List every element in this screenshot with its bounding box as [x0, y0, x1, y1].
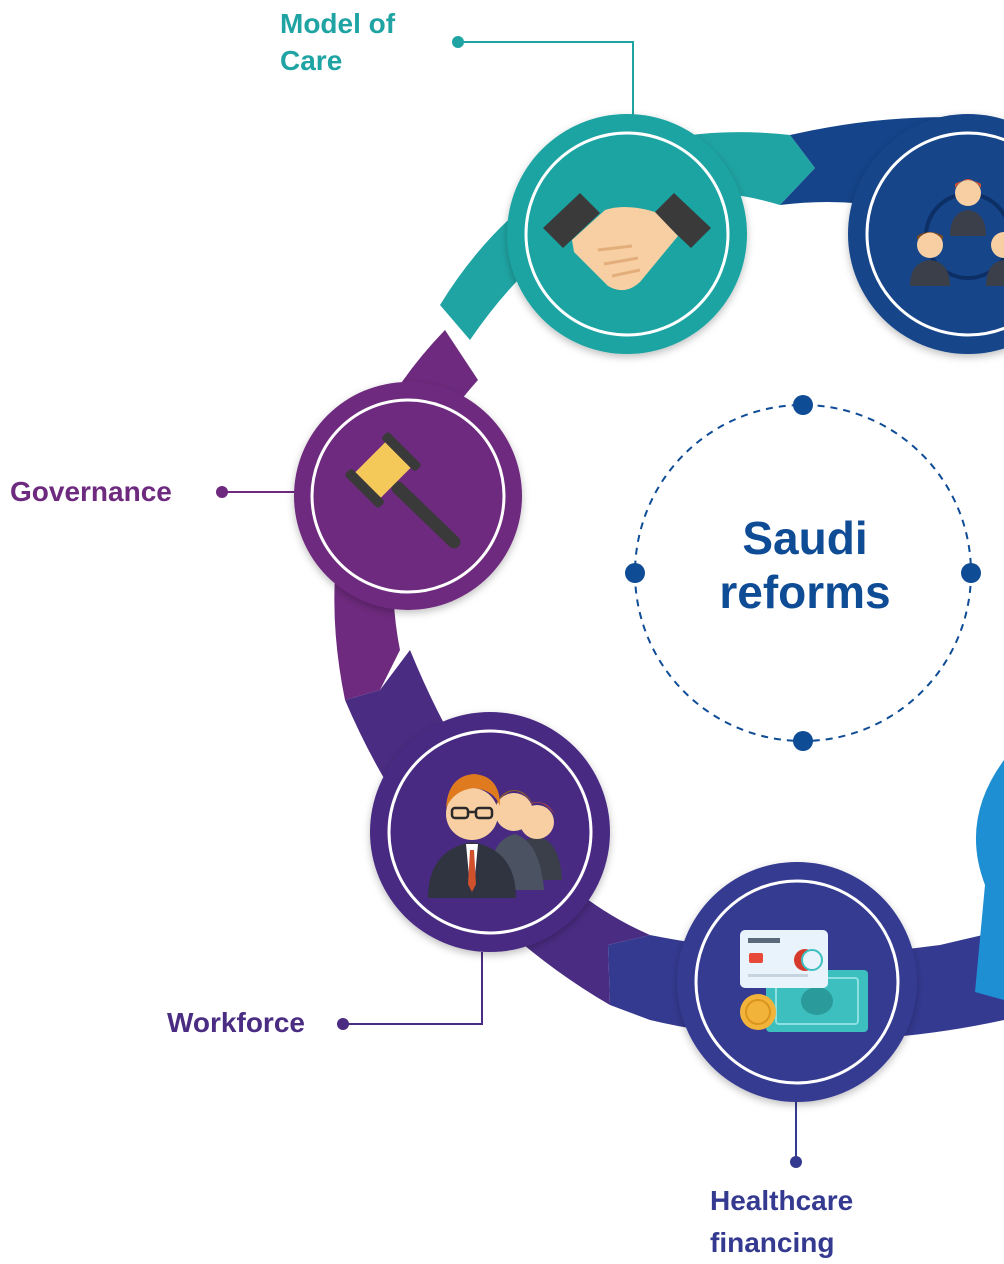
node-model-of-care: [507, 114, 747, 354]
team-icon: [428, 774, 562, 898]
ribbon-sky-arrow: [975, 760, 1004, 1000]
node-workforce: [370, 712, 610, 952]
node-stakeholders: [848, 114, 1004, 354]
center-title: Saudi reforms: [640, 512, 970, 620]
label-governance: Governance: [10, 476, 172, 507]
center-title-line-1: Saudi: [742, 512, 868, 564]
center-title-line-2: reforms: [719, 565, 891, 618]
ring-dot-bottom: [793, 731, 813, 751]
ring-dot-top: [793, 395, 813, 415]
ring-dot-right: [961, 563, 981, 583]
connector-governance: [216, 486, 298, 498]
connector-healthcare-financing: [790, 1098, 802, 1168]
label-workforce: Workforce: [167, 1007, 305, 1038]
people-network-icon: [910, 179, 1004, 286]
label-healthcare-financing: Healthcare financing: [710, 1185, 854, 1258]
label-model-of-care: Model of Care: [280, 8, 396, 76]
handshake-icon: [543, 193, 711, 291]
connector-workforce: [337, 952, 483, 1030]
connector-model-of-care: [452, 36, 634, 118]
payment-card-money-icon: [740, 930, 868, 1032]
ring-dot-left: [625, 563, 645, 583]
node-governance: [294, 382, 522, 610]
gavel-icon: [345, 432, 461, 549]
node-healthcare-financing: [677, 862, 917, 1102]
